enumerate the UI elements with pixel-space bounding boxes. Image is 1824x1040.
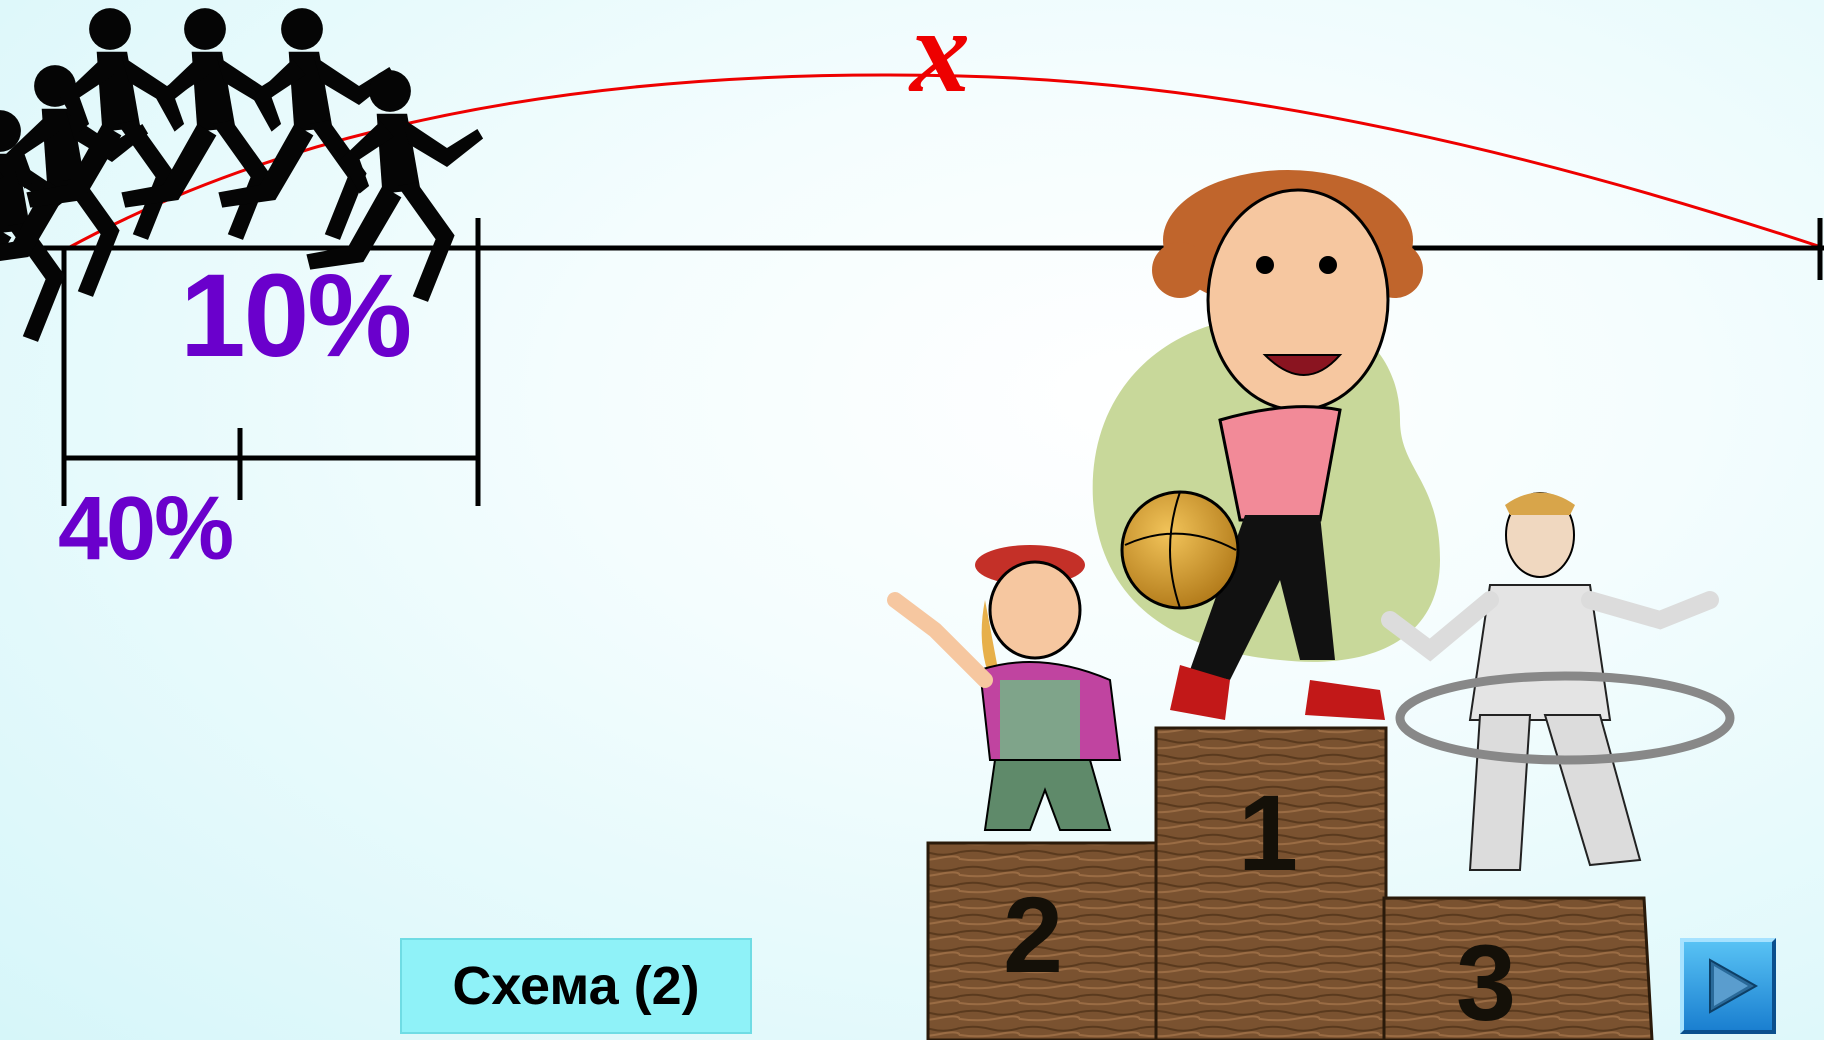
podium-place-1: 1: [1238, 772, 1299, 893]
play-triangle-icon: [1709, 958, 1759, 1014]
distance-arc: [67, 73, 1824, 250]
third-place-man-figure: [1381, 492, 1735, 871]
podium-place-3: 3: [1456, 922, 1517, 1040]
next-slide-button[interactable]: [1680, 938, 1776, 1034]
scheme-button-label: Схема (2): [452, 956, 700, 1016]
scheme-button[interactable]: Схема (2): [400, 938, 752, 1034]
percent-10-label: 10%: [180, 250, 412, 382]
variable-x-label: x: [910, 0, 970, 117]
podium-place-2: 2: [1003, 874, 1064, 995]
podium: [926, 726, 1654, 1040]
percent-40-label: 40%: [58, 479, 234, 579]
winner-girl-figure: [1120, 170, 1423, 720]
second-place-boy-figure: [887, 545, 1122, 831]
segment-lines: [0, 218, 1824, 506]
